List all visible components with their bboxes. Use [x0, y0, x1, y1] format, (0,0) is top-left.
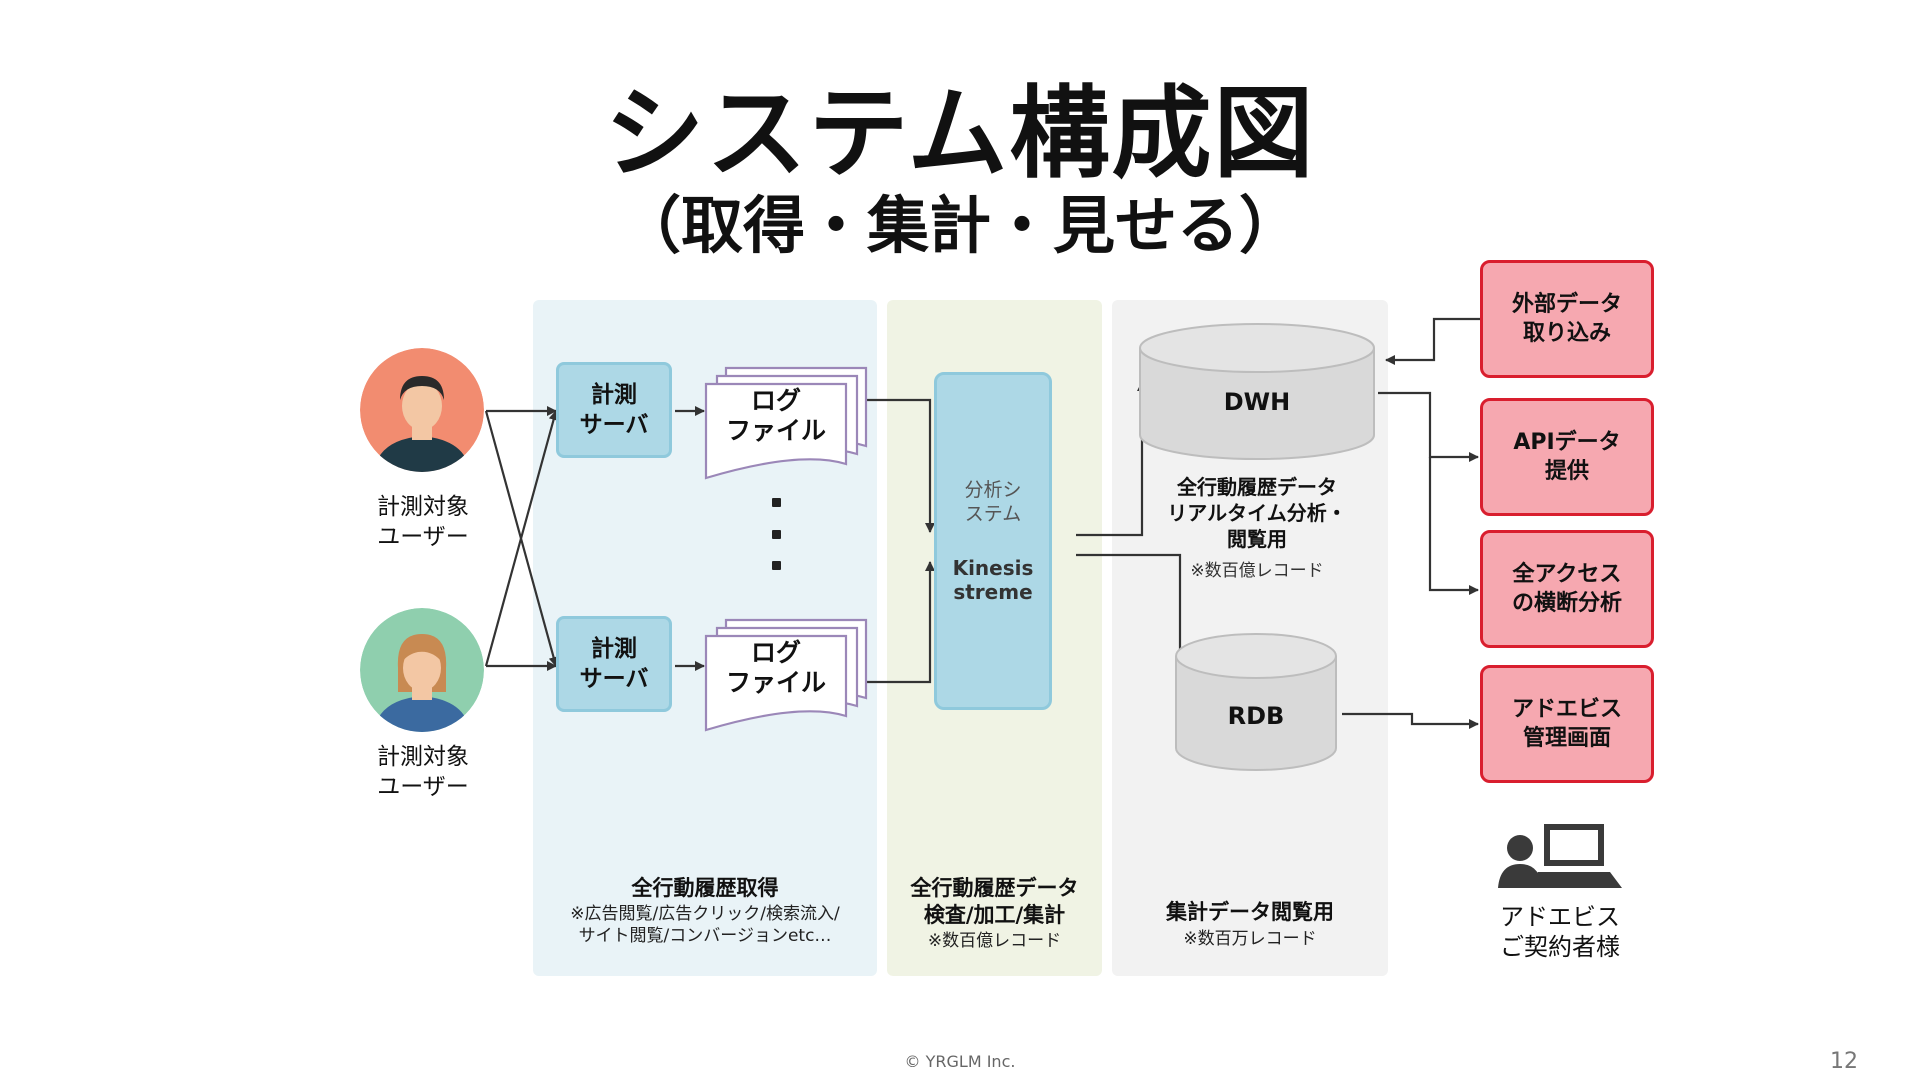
- user-label-2: 計測対象 ユーザー: [377, 744, 469, 800]
- female-user-icon: [360, 608, 484, 732]
- page-number: 12: [1830, 1049, 1858, 1074]
- user-avatar-female: [360, 608, 484, 732]
- admin-screen-box: アドエビス 管理画面: [1480, 665, 1654, 783]
- ellipsis-dot: [771, 529, 781, 539]
- arrow-log1-kinesis: [866, 398, 935, 533]
- log-file-label-2: ログ ファイル: [725, 638, 826, 697]
- view-section-title: 集計データ閲覧用: [1166, 900, 1334, 924]
- arrow-external-dwh: [1385, 317, 1480, 365]
- page-title: システム構成図: [604, 75, 1316, 192]
- measurement-server-1: 計測 サーバ: [556, 362, 672, 458]
- client-computer-icon: [1498, 824, 1622, 888]
- kinesis-label: Kinesis streme: [952, 556, 1034, 604]
- collect-section-note: ※広告閲覧/広告クリック/検索流入/ サイト閲覧/コンバージョンetc…: [570, 904, 840, 946]
- log-file-label-1: ログ ファイル: [725, 386, 826, 445]
- user-avatar-male: [360, 348, 484, 472]
- measurement-server-2: 計測 サーバ: [556, 616, 672, 712]
- log-file-stack-2: [704, 618, 868, 732]
- dwh-caption: 全行動履歴データ リアルタイム分析・ 閲覧用: [1167, 475, 1347, 551]
- process-section-title: 全行動履歴データ 検査/加工/集計: [910, 876, 1079, 927]
- copyright-footer: © YRGLM Inc.: [904, 1052, 1016, 1071]
- rdb-label: RDB: [1227, 702, 1285, 730]
- client-label: アドエビス ご契約者様: [1500, 903, 1620, 961]
- arrow-rdb-admin: [1342, 712, 1479, 729]
- view-section-note: ※数百万レコード: [1183, 929, 1317, 949]
- api-data-box: APIデータ 提供: [1480, 398, 1654, 516]
- arrow-dwh-crossanalysis: [1428, 457, 1479, 595]
- rdb-cylinder: [1175, 633, 1337, 771]
- male-user-icon: [360, 348, 484, 472]
- analysis-system-label: 分析シ ステム: [964, 479, 1022, 525]
- arrow-user2-server1: [484, 410, 559, 667]
- arrow-dwh-api: [1378, 391, 1479, 462]
- vertical-ellipsis: [764, 498, 788, 570]
- dwh-cylinder: [1139, 323, 1375, 460]
- external-data-import-box: 外部データ 取り込み: [1480, 260, 1654, 378]
- arrow-log2-kinesis: [866, 561, 935, 684]
- ellipsis-dot: [771, 561, 781, 570]
- dwh-note: ※数百億レコード: [1190, 561, 1324, 581]
- cross-analysis-box: 全アクセス の横断分析: [1480, 530, 1654, 648]
- ellipsis-dot: [771, 498, 781, 507]
- dwh-label: DWH: [1223, 388, 1291, 416]
- user-label-1: 計測対象 ユーザー: [377, 494, 469, 550]
- page-subtitle: （取得・集計・見せる）: [618, 189, 1301, 262]
- collect-section-title: 全行動履歴取得: [631, 876, 779, 900]
- log-file-stack-1: [704, 366, 868, 480]
- process-section-note: ※数百億レコード: [927, 931, 1062, 951]
- kinesis-stream-box: [934, 372, 1052, 710]
